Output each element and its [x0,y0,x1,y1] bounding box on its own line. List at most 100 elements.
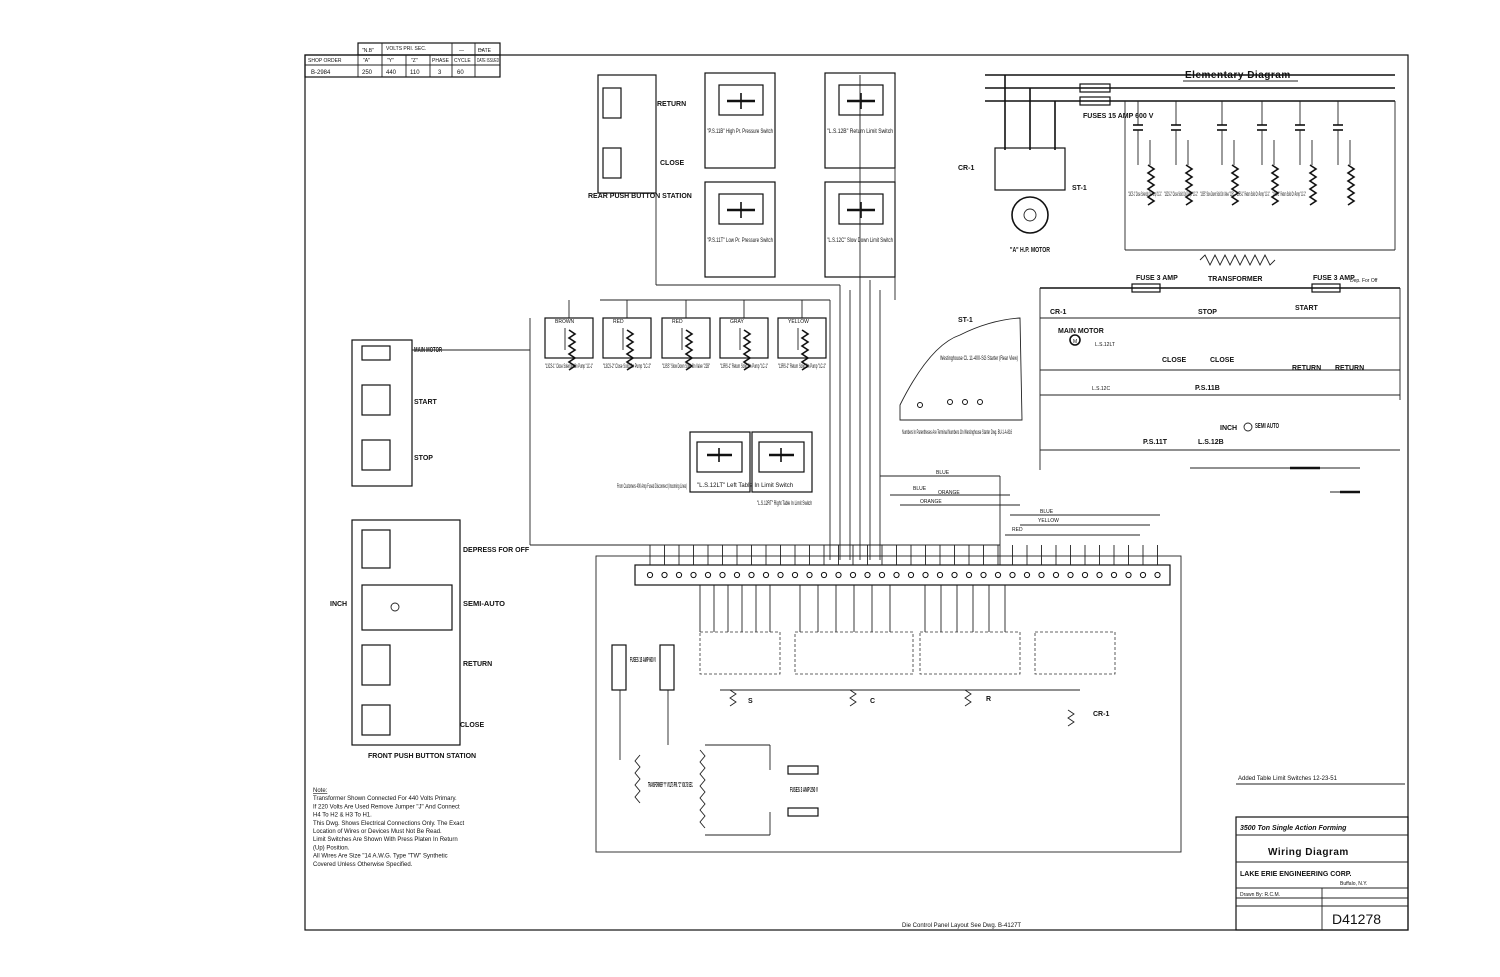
solenoid-label-4: "13RS-2" Return Solid On Pump "1C-2" [778,364,826,370]
solenoid-label-2: "13SS" Slow Down Solid On Valve "22B" [662,364,710,370]
solenoid-label-1: "13CS-2" Close Solid On Pump "1C-2" [603,364,651,370]
panel-fuse-3a-2 [787,807,819,817]
main-motor-station: Main Motor Start Stop [351,339,530,487]
switch-box-2 [704,181,776,278]
control-fuse-right-label: Fuse 3 Amp [1313,275,1355,282]
wire-orange-1: ORANGE [938,490,960,496]
note-line-7: (Up) Position. [313,845,350,851]
contactor-box [994,147,1066,191]
starter-note: Numbers In Parentheses Are Terminal Numb… [902,430,1012,436]
incoming-lines-label: From Customers 400 Amp Fused Disconnect … [617,484,687,490]
relay-r-label: R [986,696,991,703]
elementary-motor: "A" H.P. Motor [1010,247,1050,254]
rear-push-button-station: Return Close Rear Push Button Station [588,74,692,200]
elementary-ls12lt: L.S.12LT [1095,342,1115,348]
panel-fuse-1 [611,644,627,691]
elementary-semi-auto: Semi Auto [1255,423,1279,430]
elementary-fuse-2 [1079,96,1111,106]
order-h-date: DATE ISSUED [477,58,499,64]
order-table: "N.B" VOLTS PRI. SEC. — — DATE SHOP ORDE… [304,42,501,78]
relay-s-label: S [748,698,753,705]
terminal-strip [634,545,1171,632]
depress-label: Depress For Off [463,547,530,554]
note-line-6: Limit Switches Are Shown With Press Plat… [313,837,458,843]
relay-cr1-label: CR-1 [1093,711,1109,718]
revision-note: Added Table Limit Switches 12-23-51 [1238,776,1338,782]
order-v-z: 110 [410,70,420,76]
svg-text:M: M [1073,339,1077,345]
note-line-2: If 220 Volts Are Used Remove Jumper "J" … [313,804,460,810]
pressure-limit-switches: "P.S.11B" High Pr. Pressure Switch"L.S.1… [704,72,896,278]
drawing-number: D41278 [1332,911,1381,927]
elementary-return-2: Return [1335,365,1364,372]
order-top-h0: "N.B" [362,48,374,54]
elementary-ps11b: P.S.11B [1195,385,1220,392]
order-top-h1: VOLTS PRI. SEC. [386,46,426,52]
main-motor-label: Main Motor [414,347,442,354]
rear-station-label: Rear Push Button Station [588,193,692,200]
title-drawn-by: Drawn By: R.C.M. [1240,892,1280,898]
solenoid-row: BROWN"13CS-1" Close Solenoid On Pump "1C… [544,300,827,371]
elementary-close-2: Close [1210,357,1234,364]
order-top-h3: — [478,47,483,53]
main-stop-label: Stop [414,455,433,462]
order-h-cycle: CYCLE [454,58,471,64]
order-h-phase: PHASE [432,58,450,64]
title-wiring: Wiring Diagram [1268,847,1349,858]
solenoid-color-3: GRAY [730,319,744,325]
wire-orange-2: ORANGE [920,499,942,505]
ls12lt-label: "L.S.12LT" Left Table In Limit Switch [697,483,793,489]
note-line-1: Transformer Shown Connected For 440 Volt… [313,796,457,802]
front-station-label: Front Push Button Station [368,753,476,760]
wire-blue-3: BLUE [1040,509,1054,515]
semi-auto-label: Semi-Auto [463,601,506,608]
control-panel: Fuses 15 Amp 600 V S C R CR-1 Transforme… [595,545,1182,853]
switch-box-0 [704,72,776,169]
order-h-a: "A" [363,58,370,64]
wire-blue-1: BLUE [936,470,950,476]
note-line-3: H4 To H2 & H3 To H1. [313,813,372,819]
elementary-main-motor: Main Motor [1058,328,1104,335]
elementary-transformer-label: Transformer [1208,276,1262,283]
control-fuse-right [1311,283,1341,293]
starter-id: ST-1 [958,317,973,324]
solenoid-color-2: RED [672,319,683,325]
elementary-solenoid-label-1: "13CS-2" Close Solid On Pump "1C-2" [1164,192,1198,198]
order-top-h2: — [459,48,464,54]
elementary-st1: ST-1 [1072,185,1087,192]
note-line-0: Note: [313,788,328,794]
elementary-ls12b: L.S.12B [1198,439,1224,446]
solenoid-label-3: "13RS-1" Return Solid On Pump "1C-1" [720,364,768,370]
order-v-shop: B-2984 [311,70,331,76]
solenoid-color-1: RED [613,319,624,325]
elementary-return-1: Return [1292,365,1321,372]
elementary-transformer [1199,253,1276,267]
order-v-a: 250 [362,70,373,76]
note-line-5: Location of Wires or Devices Must Not Be… [313,829,442,835]
starter-label: Westinghouse CL 11-400-SG Starter (Rear … [940,356,1018,362]
elementary-start: Start [1295,305,1319,312]
solenoid-color-0: BROWN [555,319,575,325]
switch-label-0: "P.S.11B" High Pr. Pressure Switch [707,129,773,135]
panel-fuse-3a-1 [787,765,819,775]
order-h-shop: SHOP ORDER [308,58,342,64]
elementary-diagram: Elementary Diagram Fuses 15 Amp 600 V CR… [958,70,1401,494]
elementary-ps11t: P.S.11T [1143,439,1168,446]
control-fuse-left [1131,283,1161,293]
front-push-button-station: Depress For Off Inch Semi-Auto Return Cl… [330,519,530,760]
switch-label-2: "P.S.11T" Low Pr. Pressure Switch [707,238,773,244]
elementary-solenoid-label-3: "13RS-1" Return Solid On Pump "1C-1" [1236,192,1270,198]
elementary-solenoid-label-2: "13SS" Slow Down Solid On Valve "22B" [1200,192,1234,198]
title-block: 3500 Ton Single Action Forming Wiring Di… [1235,816,1409,931]
title-machine: 3500 Ton Single Action Forming [1240,825,1347,832]
inch-label: Inch [330,601,347,608]
elementary-close-1: Close [1162,357,1186,364]
wire-color-labels: BLUE BLUE ORANGE ORANGE BLUE YELLOW RED [880,470,1160,565]
wire-red: RED [1012,527,1023,533]
elementary-cr1: CR-1 [958,165,974,172]
order-h-y: "Y" [387,58,394,64]
order-v-y: 440 [386,70,397,76]
order-v-cycle: 60 [457,70,464,76]
order-top-h4: DATE [478,48,492,54]
